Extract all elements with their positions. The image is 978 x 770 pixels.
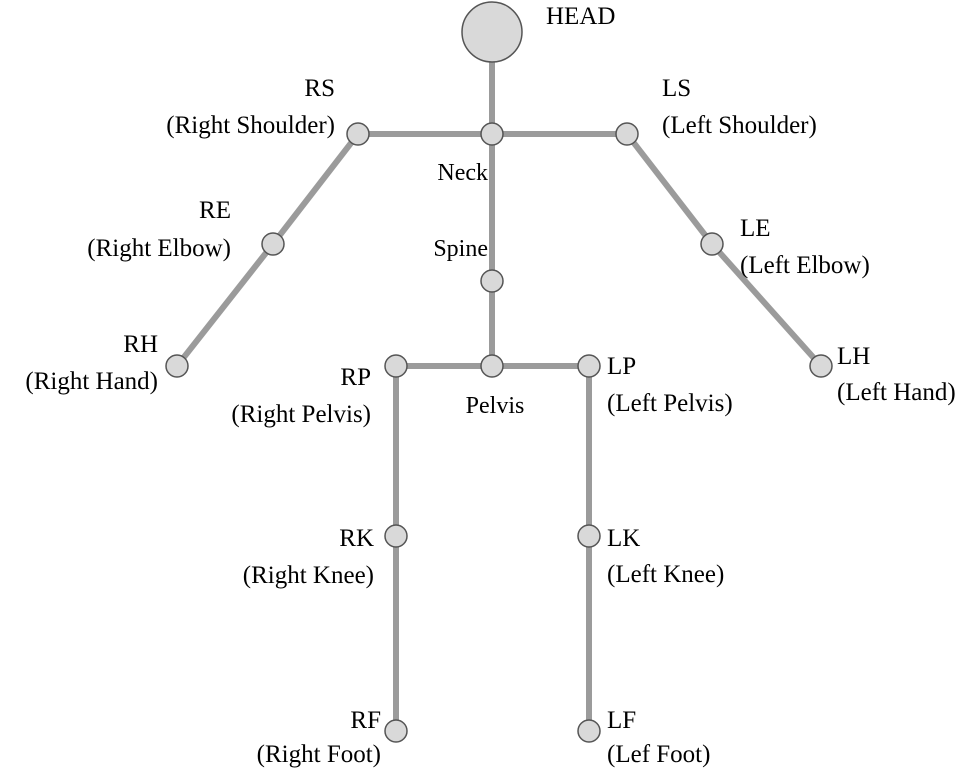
spine-joint [480,269,504,293]
right-knee-joint [384,524,408,548]
left-elbow-joint [700,232,724,256]
label-rs-full: (Right Shoulder) [166,112,335,139]
label-spine: Spine [433,236,488,262]
label-le-abbr: LE [740,215,771,242]
label-rk-abbr: RK [339,525,374,552]
label-rs-abbr: RS [304,75,335,102]
label-ls-abbr: LS [662,75,691,102]
label-rf-full: (Right Foot) [257,741,381,768]
label-head: HEAD [546,3,615,30]
pelvis-joint [480,354,504,378]
right-pelvis-joint [384,354,408,378]
label-rh-full: (Right Hand) [25,368,158,395]
right-elbow-joint [261,232,285,256]
label-lp-full: (Left Pelvis) [607,390,733,417]
left-knee-joint [577,524,601,548]
bone-right-upper-arm [270,132,361,246]
label-lf-full: (Lef Foot) [607,741,710,768]
label-rh-abbr: RH [123,331,158,358]
label-lk-full: (Left Knee) [607,561,724,588]
left-pelvis-joint [577,354,601,378]
label-lh-full: (Left Hand) [837,379,956,406]
right-shoulder-joint [346,122,370,146]
label-re-full: (Right Elbow) [87,235,231,262]
right-hand-joint [165,354,189,378]
neck-joint [480,122,504,146]
bone-left-forearm [709,242,824,368]
bone-right-forearm [174,242,276,368]
labels: HEAD RS (Right Shoulder) LS (Left Should… [25,3,955,768]
left-hand-joint [809,354,833,378]
label-lh-abbr: LH [837,343,870,370]
left-shoulder-joint [615,122,639,146]
label-ls-full: (Left Shoulder) [662,112,817,139]
label-rk-full: (Right Knee) [243,562,374,589]
head-joint [461,1,523,63]
label-re-abbr: RE [199,197,231,224]
bone-left-upper-arm [624,132,715,246]
label-rf-abbr: RF [350,707,381,734]
right-foot-joint [384,719,408,743]
label-rp-abbr: RP [340,364,371,391]
label-rp-full: (Right Pelvis) [231,401,371,428]
label-pelvis: Pelvis [466,393,525,419]
label-le-full: (Left Elbow) [740,252,870,279]
label-lp-abbr: LP [607,353,636,380]
bones [174,62,824,731]
joints [165,1,833,743]
label-neck: Neck [437,160,488,186]
label-lf-abbr: LF [607,707,636,734]
left-foot-joint [577,719,601,743]
label-lk-abbr: LK [607,525,640,552]
